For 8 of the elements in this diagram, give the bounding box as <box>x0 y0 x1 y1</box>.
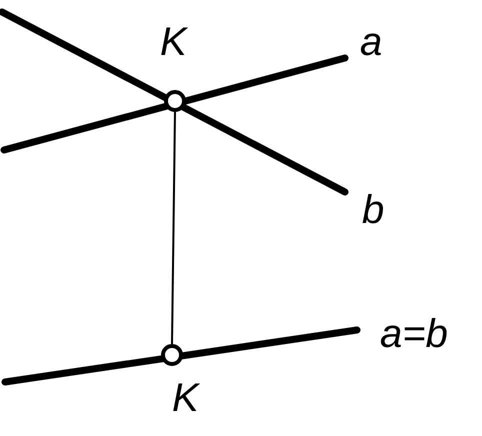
link-line <box>171 112 176 344</box>
line-label: a <box>360 22 382 62</box>
line-label: a=b <box>380 314 448 354</box>
point-circle <box>164 90 186 112</box>
point-label: K <box>160 22 187 62</box>
point-circle <box>161 344 183 366</box>
line-label: b <box>362 190 384 230</box>
point-label: K <box>172 378 199 418</box>
